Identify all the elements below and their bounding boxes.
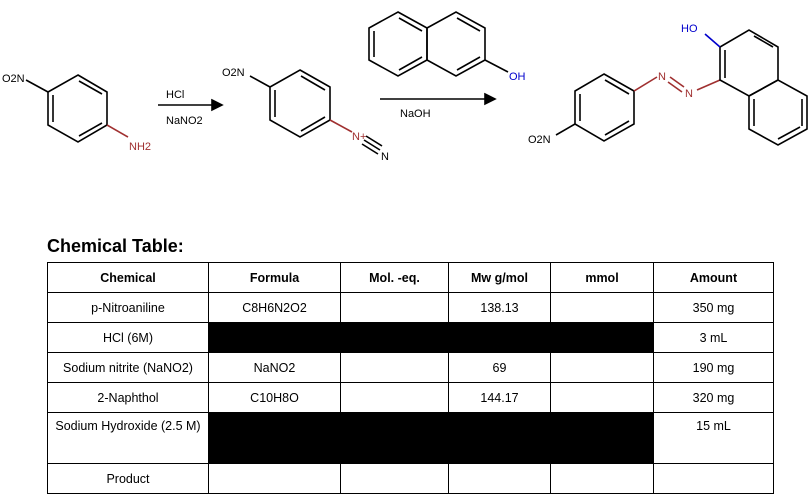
table-header-row: Chemical Formula Mol. -eq. Mw g/mol mmol… bbox=[47, 262, 774, 293]
reagent-hcl: HCl bbox=[166, 89, 184, 101]
table-row: Sodium nitrite (NaNO2) NaNO2 69 190 mg bbox=[47, 352, 774, 383]
reaction-arrow-2: NaOH bbox=[380, 92, 497, 120]
redacted-cell bbox=[208, 322, 654, 353]
cell-formula bbox=[208, 463, 341, 494]
amine-label: NH2 bbox=[129, 141, 151, 153]
cell-formula: C10H8O bbox=[208, 382, 341, 413]
cell-moleq bbox=[340, 292, 449, 323]
cell-amount: 3 mL bbox=[653, 322, 774, 353]
product-structure: HO N N O2N bbox=[528, 23, 808, 146]
redacted-cell bbox=[208, 412, 654, 464]
cell-mmol bbox=[550, 382, 654, 413]
reagent-nano2: NaNO2 bbox=[166, 115, 203, 127]
cell-chemical: Sodium nitrite (NaNO2) bbox=[47, 352, 209, 383]
cell-mw: 69 bbox=[448, 352, 551, 383]
cell-mmol bbox=[550, 292, 654, 323]
2-naphthol-structure: OH bbox=[368, 11, 526, 83]
cell-formula: NaNO2 bbox=[208, 352, 341, 383]
header-moleq: Mol. -eq. bbox=[340, 262, 449, 293]
cell-moleq bbox=[340, 352, 449, 383]
cell-amount: 350 mg bbox=[653, 292, 774, 323]
cell-mw: 138.13 bbox=[448, 292, 551, 323]
cell-mmol bbox=[550, 463, 654, 494]
cell-chemical: HCl (6M) bbox=[47, 322, 209, 353]
cell-amount bbox=[653, 463, 774, 494]
cell-amount: 190 mg bbox=[653, 352, 774, 383]
chemical-table: Chemical Formula Mol. -eq. Mw g/mol mmol… bbox=[47, 262, 774, 494]
hydroxyl-label: OH bbox=[509, 71, 526, 83]
cell-chemical: p-Nitroaniline bbox=[47, 292, 209, 323]
cell-formula: C8H6N2O2 bbox=[208, 292, 341, 323]
cell-chemical: 2-Naphthol bbox=[47, 382, 209, 413]
reagent-naoh: NaOH bbox=[400, 108, 431, 120]
table-row: Sodium Hydroxide (2.5 M) 15 mL bbox=[47, 412, 774, 464]
azo-n2-label: N bbox=[685, 88, 693, 100]
n-plus-label: N+ bbox=[352, 131, 366, 143]
header-mmol: mmol bbox=[550, 262, 654, 293]
cell-moleq bbox=[340, 463, 449, 494]
cell-mw: 144.17 bbox=[448, 382, 551, 413]
reaction-scheme: O2N NH2 HCl NaNO2 O2N N+ N OH NaOH HO N … bbox=[2, 11, 808, 163]
cell-chemical: Product bbox=[47, 463, 209, 494]
azo-n1-label: N bbox=[658, 71, 666, 83]
table-title: Chemical Table: bbox=[47, 236, 184, 256]
header-chemical: Chemical bbox=[47, 262, 209, 293]
hydroxy-label: HO bbox=[681, 23, 698, 35]
nitro-label: O2N bbox=[2, 73, 25, 85]
cell-moleq bbox=[340, 382, 449, 413]
header-formula: Formula bbox=[208, 262, 341, 293]
p-nitroaniline-structure: O2N NH2 bbox=[2, 73, 151, 153]
cell-mw bbox=[448, 463, 551, 494]
cell-chemical: Sodium Hydroxide (2.5 M) bbox=[47, 412, 209, 464]
cell-mmol bbox=[550, 352, 654, 383]
n-label: N bbox=[381, 151, 389, 163]
cell-amount: 15 mL bbox=[653, 412, 774, 464]
table-row: 2-Naphthol C10H8O 144.17 320 mg bbox=[47, 382, 774, 413]
reaction-arrow-1: HCl NaNO2 bbox=[158, 89, 224, 127]
diazonium-structure: O2N N+ N bbox=[222, 67, 389, 163]
header-mw: Mw g/mol bbox=[448, 262, 551, 293]
nitro-label: O2N bbox=[528, 134, 551, 146]
table-row: HCl (6M) 3 mL bbox=[47, 322, 774, 353]
table-row: p-Nitroaniline C8H6N2O2 138.13 350 mg bbox=[47, 292, 774, 323]
header-amount: Amount bbox=[653, 262, 774, 293]
table-row: Product bbox=[47, 463, 774, 494]
nitro-label: O2N bbox=[222, 67, 245, 79]
cell-amount: 320 mg bbox=[653, 382, 774, 413]
